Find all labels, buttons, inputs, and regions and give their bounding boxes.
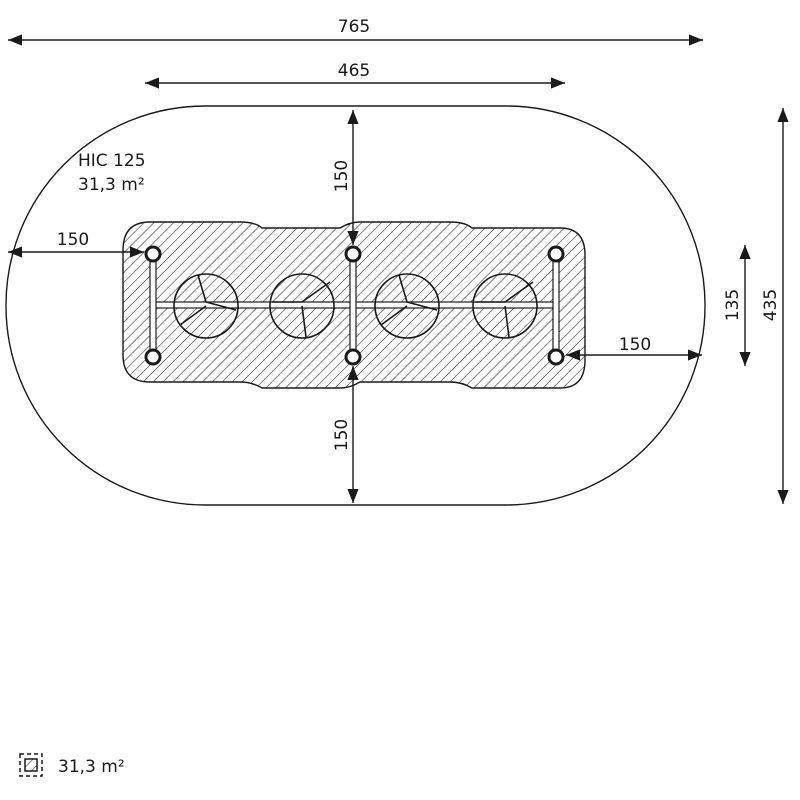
- dim-bottom-clearance: 150: [332, 419, 352, 451]
- dim-overall-depth: 435: [761, 289, 781, 321]
- dim-top-clearance: 150: [332, 160, 352, 192]
- equipment: [144, 245, 565, 366]
- post: [547, 245, 565, 263]
- hatched-area-icon: [19, 753, 43, 777]
- post: [144, 245, 162, 263]
- post: [547, 348, 565, 366]
- dim-equipment-depth: 135: [723, 289, 743, 321]
- safety-zone-outline: [5, 105, 706, 506]
- dim-left-clearance: 150: [57, 230, 89, 250]
- swing-seat: [173, 273, 239, 339]
- dimension-lines: [8, 34, 789, 504]
- swing-seat: [472, 273, 538, 339]
- area-label: 31,3 m²: [78, 175, 145, 195]
- swing-seat: [269, 273, 335, 339]
- post: [144, 348, 162, 366]
- post: [344, 245, 362, 263]
- legend-area: 31,3 m²: [58, 757, 125, 777]
- dim-overall-width: 765: [338, 17, 370, 37]
- hic-label: HIC 125: [78, 151, 146, 171]
- swing-seat: [374, 273, 440, 339]
- dim-right-clearance: 150: [619, 335, 651, 355]
- post: [344, 348, 362, 366]
- dim-inner-width: 465: [338, 61, 370, 81]
